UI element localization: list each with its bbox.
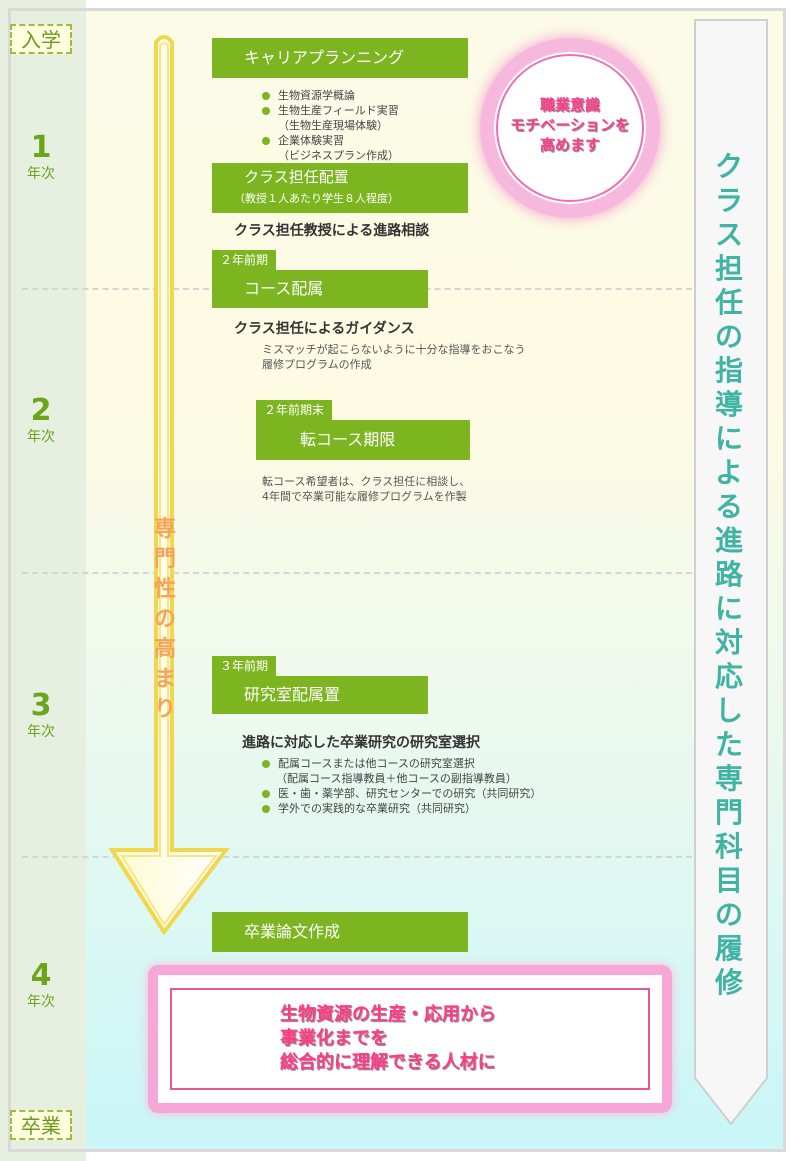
list-item: 生物生産フィールド実習 [262,103,462,118]
list-item-sub: （ビジネスプラン作成） [278,149,399,162]
course-change-bar: 転コース期限 [256,420,470,460]
course-assign-tab: ２年前期 [212,250,277,270]
circle-line: モチベーションを [510,116,630,134]
note-line: ミスマッチが起こらないように十分な指導をおこなう [262,343,526,356]
career-planning-list: 生物資源学概論 生物生産フィールド実習 （生物生産現場体験） 企業体験実習 （ビ… [262,88,462,163]
motivation-text: 職業意識 モチベーションを 高めます [500,95,640,155]
bullet-icon [262,790,270,798]
goal-text: 生物資源の生産・応用から 事業化までを 総合的に理解できる人材に [280,1003,496,1075]
note-line: 4年間で卒業可能な履修プログラムを作製 [262,490,467,503]
class-teacher-subtitle: （教授１人あたり学生８人程度） [234,192,399,205]
course-assign-notes: ミスマッチが起こらないように十分な指導をおこなう 履修プログラムの作成 [262,342,525,372]
course-change-notes: 転コース希望者は、クラス担任に相談し、 4年間で卒業可能な履修プログラムを作製 [262,474,470,504]
note-line: 転コース希望者は、クラス担任に相談し、 [262,475,471,488]
thesis-bar: 卒業論文作成 [212,912,468,952]
year-label: 年次 [27,429,55,445]
specialization-text: 専門性の高まり [153,517,176,722]
year-number: 2 [30,393,52,428]
year-label: 年次 [27,166,55,182]
lab-assign-bar: 研究室配属置 [212,676,428,714]
right-down-arrow-icon [694,19,768,1126]
year-divider [22,856,692,858]
bullet-icon [262,805,270,813]
graduation-badge: 卒業 [10,1110,72,1140]
note-line: 履修プログラムの作成 [262,358,372,371]
course-change-tab: ２年前期末 [256,400,333,420]
year-label: 年次 [27,724,55,740]
bullet-icon [262,92,270,100]
course-assign-bar: コース配属 [212,270,428,308]
lab-assign-heading: 進路に対応した卒業研究の研究室選択 [242,735,480,751]
lab-assign-tab: ３年前期 [212,656,277,676]
bullet-icon [262,137,270,145]
lab-assign-list: 配属コースまたは他コースの研究室選択 （配属コース指導教員＋他コースの副指導教員… [262,756,592,816]
list-item: 生物資源学概論 [262,88,462,103]
list-item: 企業体験実習 [262,133,462,148]
year-column [0,0,86,1161]
admission-badge: 入学 [10,24,72,54]
goal-inner-box [170,988,650,1090]
circle-line: 職業意識 [539,96,600,114]
goal-line: 生物資源の生産・応用から [280,1004,496,1025]
goal-line: 総合的に理解できる人材に [280,1052,496,1073]
class-teacher-title: クラス担任配置 [244,168,349,186]
class-teacher-bar: クラス担任配置 （教授１人あたり学生８人程度） [212,163,468,213]
year-number: 3 [30,688,52,723]
outer-frame [8,8,786,1152]
list-item-sub: （生物生産現場体験） [278,119,388,132]
motivation-circle-inner [496,54,644,202]
course-assign-heading: クラス担任によるガイダンス [234,321,415,337]
bullet-icon [262,107,270,115]
down-arrow-icon [108,35,231,936]
circle-line: 高めます [539,136,600,154]
career-planning-bar: キャリアプランニング [212,38,468,78]
class-guidance-text: クラス担任の指導による進路に対応した専門科目の履修 [714,150,743,999]
goal-line: 事業化までを [280,1028,388,1049]
year-divider [22,572,692,574]
list-item-sub: （配属コース指導教員＋他コースの副指導教員） [276,772,517,785]
list-item: 配属コースまたは他コースの研究室選択 [262,756,592,771]
year-number: 4 [30,958,52,993]
list-item: 医・歯・薬学部、研究センターでの研究（共同研究） [262,786,592,801]
class-teacher-heading: クラス担任教授による進路相談 [234,223,430,239]
year-label: 年次 [27,994,55,1010]
bullet-icon [262,760,270,768]
list-item: 学外での実践的な卒業研究（共同研究） [262,801,592,816]
year-number: 1 [30,130,52,165]
